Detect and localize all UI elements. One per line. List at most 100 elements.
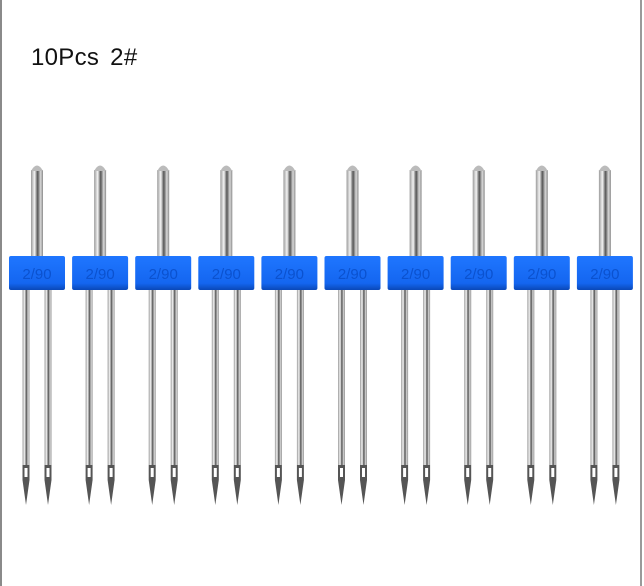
needle-clamp-block [261, 256, 318, 290]
needle-eye-hole [276, 468, 280, 477]
needle-leg [148, 290, 156, 465]
needle-point [148, 465, 156, 505]
needle-shank-tip [220, 165, 233, 171]
twin-needle: 2/90 [513, 165, 570, 505]
needle-leg [549, 290, 557, 465]
needle-shank-tip [598, 165, 611, 171]
needle-clamp-block [450, 256, 507, 290]
needle-point [360, 465, 367, 505]
needle-leg [423, 290, 431, 465]
needle-eye-hole [362, 468, 365, 477]
needle-size-label: 2/90 [149, 266, 178, 283]
needle-shank [220, 170, 233, 258]
needle-eye-hole [298, 468, 302, 477]
needle-leg [527, 290, 535, 465]
needle-shank [283, 170, 296, 258]
image-border-right [640, 0, 642, 586]
needle-point [486, 465, 494, 505]
needle-eye-hole [46, 468, 50, 477]
needle-size-label: 2/90 [338, 266, 367, 283]
needle-leg [107, 290, 115, 465]
needle-point [296, 465, 304, 505]
needle-eye-hole [466, 468, 470, 477]
needle-shank [157, 170, 170, 258]
needle-leg [590, 290, 598, 465]
needle-eye-hole [614, 468, 618, 477]
needle-shank-tip [94, 165, 107, 171]
needle-point [170, 465, 178, 505]
needle-leg [486, 290, 494, 465]
needle-point [590, 465, 598, 505]
needle-eye-hole [592, 468, 596, 477]
needle-leg [360, 290, 367, 465]
needle-size-label: 2/90 [590, 266, 619, 283]
needle-shank [409, 170, 422, 258]
image-border-left [0, 0, 2, 586]
needle-eye-hole [150, 468, 154, 477]
needle-shank-tip [346, 165, 359, 171]
needle-point [549, 465, 557, 505]
needle-eye-hole [24, 468, 28, 477]
needle-size-label: 2/90 [275, 266, 304, 283]
needle-leg [338, 290, 345, 465]
needle-leg [612, 290, 620, 465]
needle-shank-tip [283, 165, 296, 171]
needle-point [527, 465, 535, 505]
needle-point [233, 465, 241, 505]
twin-needle: 2/90 [450, 165, 507, 505]
needle-size-label: 2/90 [527, 266, 556, 283]
needle-point [464, 465, 472, 505]
twin-needle: 2/90 [72, 165, 129, 505]
needle-clamp-block [135, 256, 192, 290]
needle-point [22, 465, 30, 505]
needle-leg [85, 290, 93, 465]
needle-point [211, 465, 219, 505]
needle-point [612, 465, 620, 505]
needle-shank-tip [535, 165, 548, 171]
needle-shank [535, 170, 548, 258]
needle-eye-hole [551, 468, 555, 477]
needle-eye-hole [235, 468, 239, 477]
needle-clamp-block [72, 256, 129, 290]
needle-clamp-block [198, 256, 255, 290]
needle-clamp-block [9, 256, 65, 290]
needle-size-label: 2/90 [212, 266, 241, 283]
needle-point [274, 465, 282, 505]
needle-shank-tip [409, 165, 422, 171]
twin-needle: 2/90 [576, 165, 633, 505]
needle-clamp-block [387, 256, 444, 290]
needle-point [107, 465, 115, 505]
needle-shank [472, 170, 485, 258]
twin-needle: 2/90 [261, 165, 318, 505]
needle-point [44, 465, 52, 505]
needle-clamp-block [576, 256, 633, 290]
twin-needle: 2/90 [387, 165, 444, 505]
needle-leg [296, 290, 304, 465]
needle-point [338, 465, 345, 505]
needle-size-label: 2/90 [22, 266, 51, 283]
needle-eye-hole [425, 468, 429, 477]
needle-eye-hole [172, 468, 176, 477]
needle-leg [170, 290, 178, 465]
twin-needle: 2/90 [198, 165, 255, 505]
needle-leg [274, 290, 282, 465]
needle-eye-hole [109, 468, 113, 477]
needle-clamp-block [324, 256, 381, 290]
needle-size-label: 2/90 [401, 266, 430, 283]
needle-eye-hole [403, 468, 407, 477]
needle-shank-tip [472, 165, 485, 171]
needle-eye-hole [340, 468, 343, 477]
needle-leg [22, 290, 30, 465]
needle-clamp-block [513, 256, 570, 290]
needle-point [423, 465, 431, 505]
needle-size-label: 2/90 [85, 266, 114, 283]
needle-point [401, 465, 409, 505]
needle-leg [233, 290, 241, 465]
needle-leg [401, 290, 409, 465]
needle-shank [31, 170, 43, 258]
needle-eye-hole [87, 468, 91, 477]
needle-shank-tip [31, 165, 43, 171]
needle-point [85, 465, 93, 505]
twin-needle: 2/90 [135, 165, 192, 505]
